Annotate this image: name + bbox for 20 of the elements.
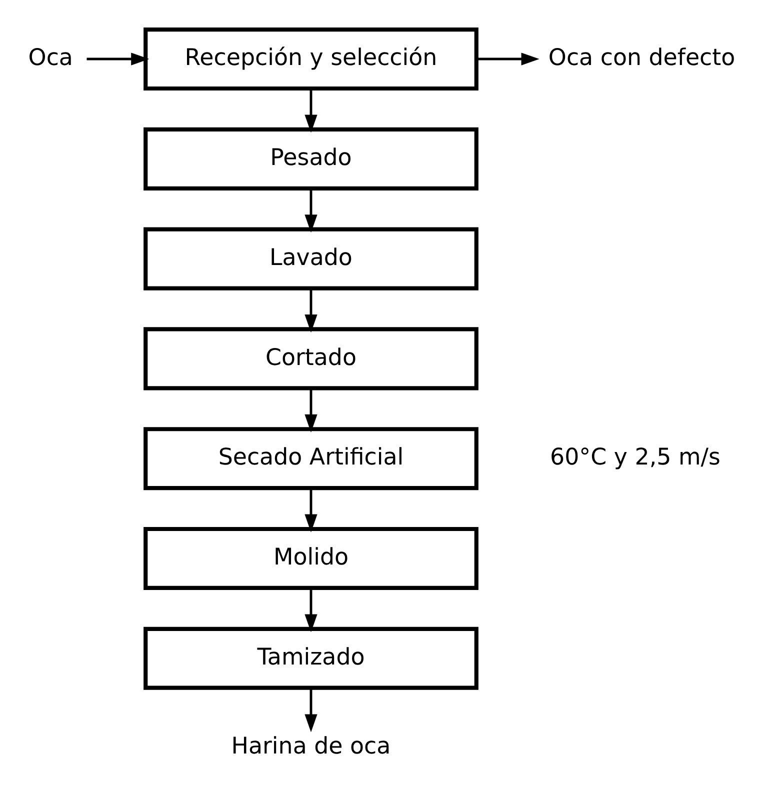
arrow [304, 588, 318, 632]
node-text: Oca [28, 45, 73, 72]
node-box: Recepción y selección [144, 28, 478, 91]
arrow [304, 288, 318, 333]
arrow [304, 688, 318, 732]
arrow [304, 488, 318, 532]
node-box: Molido [144, 526, 478, 590]
node-box: Pesado [144, 127, 478, 190]
node-box: Secado Artificial [144, 427, 478, 490]
node-text: Harina de oca [231, 734, 391, 760]
arrow [304, 188, 318, 233]
node-box: Cortado [144, 327, 478, 390]
arrow [304, 88, 318, 133]
arrow [304, 388, 318, 432]
node-box: Tamizado [144, 626, 478, 690]
node-box: Lavado [144, 227, 478, 290]
arrow [477, 52, 540, 66]
node-label: 60°C y 2,5 m/s [550, 444, 720, 471]
arrow [86, 52, 150, 66]
node-text: Oca con defecto [548, 45, 736, 72]
